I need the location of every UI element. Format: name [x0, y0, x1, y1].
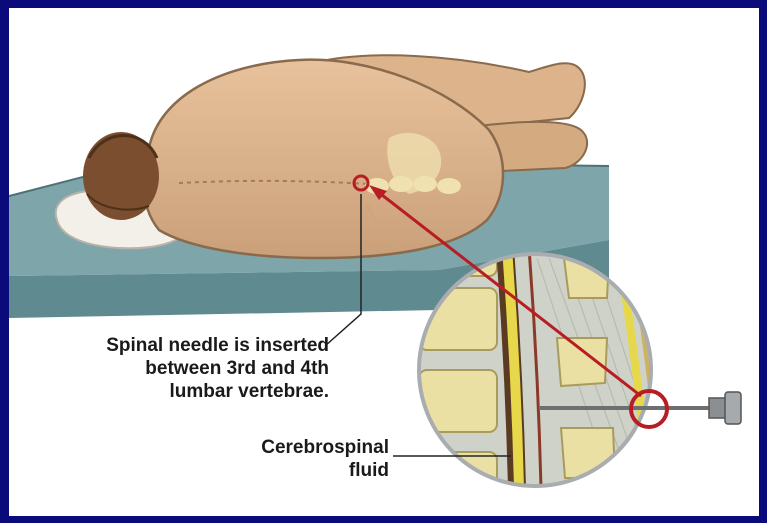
needle-label-line-1: Spinal needle is inserted [29, 334, 329, 357]
csf-label-line-2: fluid [214, 459, 389, 482]
cerebrospinal-fluid-label: Cerebrospinal fluid [214, 436, 389, 482]
needle-label-line-3: lumbar vertebrae. [29, 380, 329, 403]
needle-insertion-label: Spinal needle is inserted between 3rd an… [29, 334, 329, 403]
needle-label-line-2: between 3rd and 4th [29, 357, 329, 380]
patient-head [83, 132, 159, 220]
illustration-panel: Spinal needle is inserted between 3rd an… [9, 8, 759, 516]
needle-hub [639, 392, 741, 424]
csf-label-line-1: Cerebrospinal [214, 436, 389, 459]
